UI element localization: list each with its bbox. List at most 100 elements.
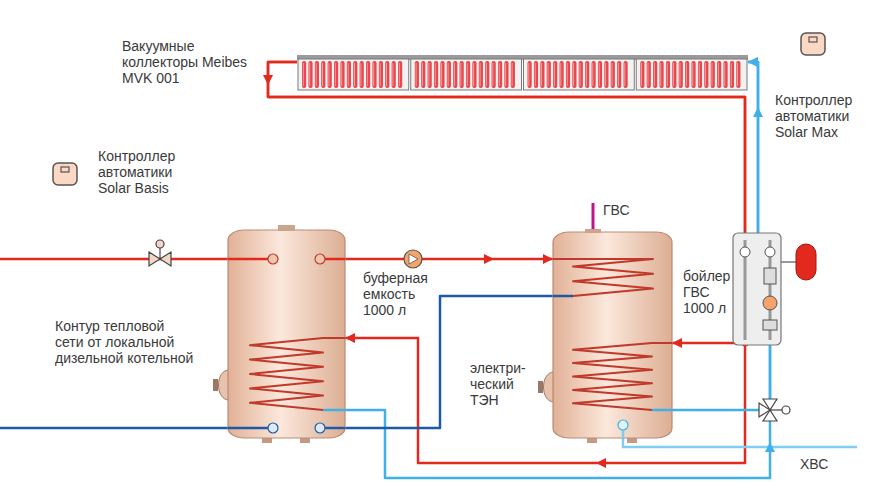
vacuum-tube	[730, 61, 734, 88]
tube-highlight	[624, 63, 625, 86]
vacuum-tube	[553, 61, 557, 88]
vacuum-tube	[472, 61, 476, 88]
tube-highlight	[605, 63, 606, 86]
tube-highlight	[441, 63, 442, 86]
flow-arrow	[263, 75, 273, 85]
tube-highlight	[505, 63, 506, 86]
collector-drawing	[297, 55, 748, 91]
vacuum-tube	[679, 61, 683, 88]
vacuum-tube	[398, 61, 402, 88]
tube-highlight	[499, 63, 500, 86]
vacuum-tube	[653, 61, 657, 88]
tube-highlight	[541, 63, 542, 86]
vacuum-tube	[711, 61, 715, 88]
tube-highlight	[731, 63, 732, 86]
pipe-stub	[325, 258, 345, 261]
pipe-connector	[345, 62, 770, 478]
pipe-label: ХВС	[800, 456, 840, 472]
valve-stem	[770, 409, 782, 410]
tank-cap	[278, 225, 295, 231]
tube-highlight	[360, 63, 361, 86]
tube-highlight	[580, 63, 581, 86]
station-housing	[733, 233, 781, 345]
vacuum-tube	[372, 61, 376, 88]
tube-highlight	[592, 63, 593, 86]
pipe-connector	[345, 258, 553, 261]
dhw-boiler: бойлер ГВС 1000 л	[553, 232, 672, 438]
vacuum-tube	[415, 61, 419, 88]
boiler-body	[553, 232, 672, 438]
tube-highlight	[711, 63, 712, 86]
vacuum-tube	[460, 61, 464, 88]
vacuum-tube	[347, 61, 351, 88]
pipe-stub	[323, 409, 345, 412]
tube-highlight	[335, 63, 336, 86]
flow-arrow	[484, 254, 494, 264]
network-return-pipe	[0, 427, 228, 430]
tube-highlight	[380, 63, 381, 86]
vacuum-tube	[572, 61, 576, 88]
tube-highlight	[641, 63, 642, 86]
tank-shell	[553, 232, 672, 438]
vacuum-tube	[392, 61, 396, 88]
vacuum-tube	[704, 61, 708, 88]
heat-exchanger-coil	[573, 343, 672, 410]
tube-highlight	[660, 63, 661, 86]
vacuum-tube	[560, 61, 564, 88]
vacuum-tube	[540, 61, 544, 88]
tank-port	[315, 423, 325, 433]
node-label: Вакуумные коллекторы Meibes MVK 001	[122, 38, 262, 86]
tube-highlight	[512, 63, 513, 86]
vacuum-tube	[453, 61, 457, 88]
vacuum-tube	[604, 61, 608, 88]
vacuum-tube	[321, 61, 325, 88]
tube-highlight	[322, 63, 323, 86]
tube-highlight	[567, 63, 568, 86]
vacuum-tube	[723, 61, 727, 88]
tube-highlight	[667, 63, 668, 86]
valve-actuator	[156, 240, 164, 248]
collector-panel	[411, 59, 522, 90]
vacuum-tube	[672, 61, 676, 88]
tube-highlight	[422, 63, 423, 86]
tube-highlight	[618, 63, 619, 86]
controller-display	[809, 37, 817, 42]
tube-highlight	[686, 63, 687, 86]
tube-highlight	[392, 63, 393, 86]
pump-triangle	[409, 254, 418, 264]
tube-highlight	[367, 63, 368, 86]
valve-stem	[159, 247, 160, 259]
vacuum-tube	[334, 61, 338, 88]
vacuum-tube	[504, 61, 508, 88]
solar-pump	[763, 296, 777, 310]
vacuum-tube	[440, 61, 444, 88]
tube-highlight	[460, 63, 461, 86]
vacuum-tube	[479, 61, 483, 88]
pipe-label: ГВС	[603, 202, 643, 218]
controller-icon	[52, 162, 78, 186]
tube-highlight	[724, 63, 725, 86]
vacuum-tube	[659, 61, 663, 88]
vacuum-tube	[592, 61, 596, 88]
tube-highlight	[573, 63, 574, 86]
collector-panel	[636, 59, 747, 90]
tube-highlight	[309, 63, 310, 86]
station-valve	[763, 320, 777, 330]
tube-highlight	[435, 63, 436, 86]
collector-panel	[524, 59, 635, 90]
tube-highlight	[428, 63, 429, 86]
tube-highlight	[316, 63, 317, 86]
vacuum-tube	[666, 61, 670, 88]
vacuum-tube	[421, 61, 425, 88]
arrow-head	[672, 338, 682, 348]
hot-water-pipe	[592, 203, 595, 230]
tube-highlight	[599, 63, 600, 86]
thermometer	[740, 247, 750, 257]
vacuum-tube	[617, 61, 621, 88]
vacuum-tube	[353, 61, 357, 88]
tube-highlight	[399, 63, 400, 86]
tube-highlight	[448, 63, 449, 86]
vacuum-tube	[624, 61, 628, 88]
tank-port	[268, 423, 278, 433]
node-label: буферная емкость 1000 л	[363, 270, 435, 318]
